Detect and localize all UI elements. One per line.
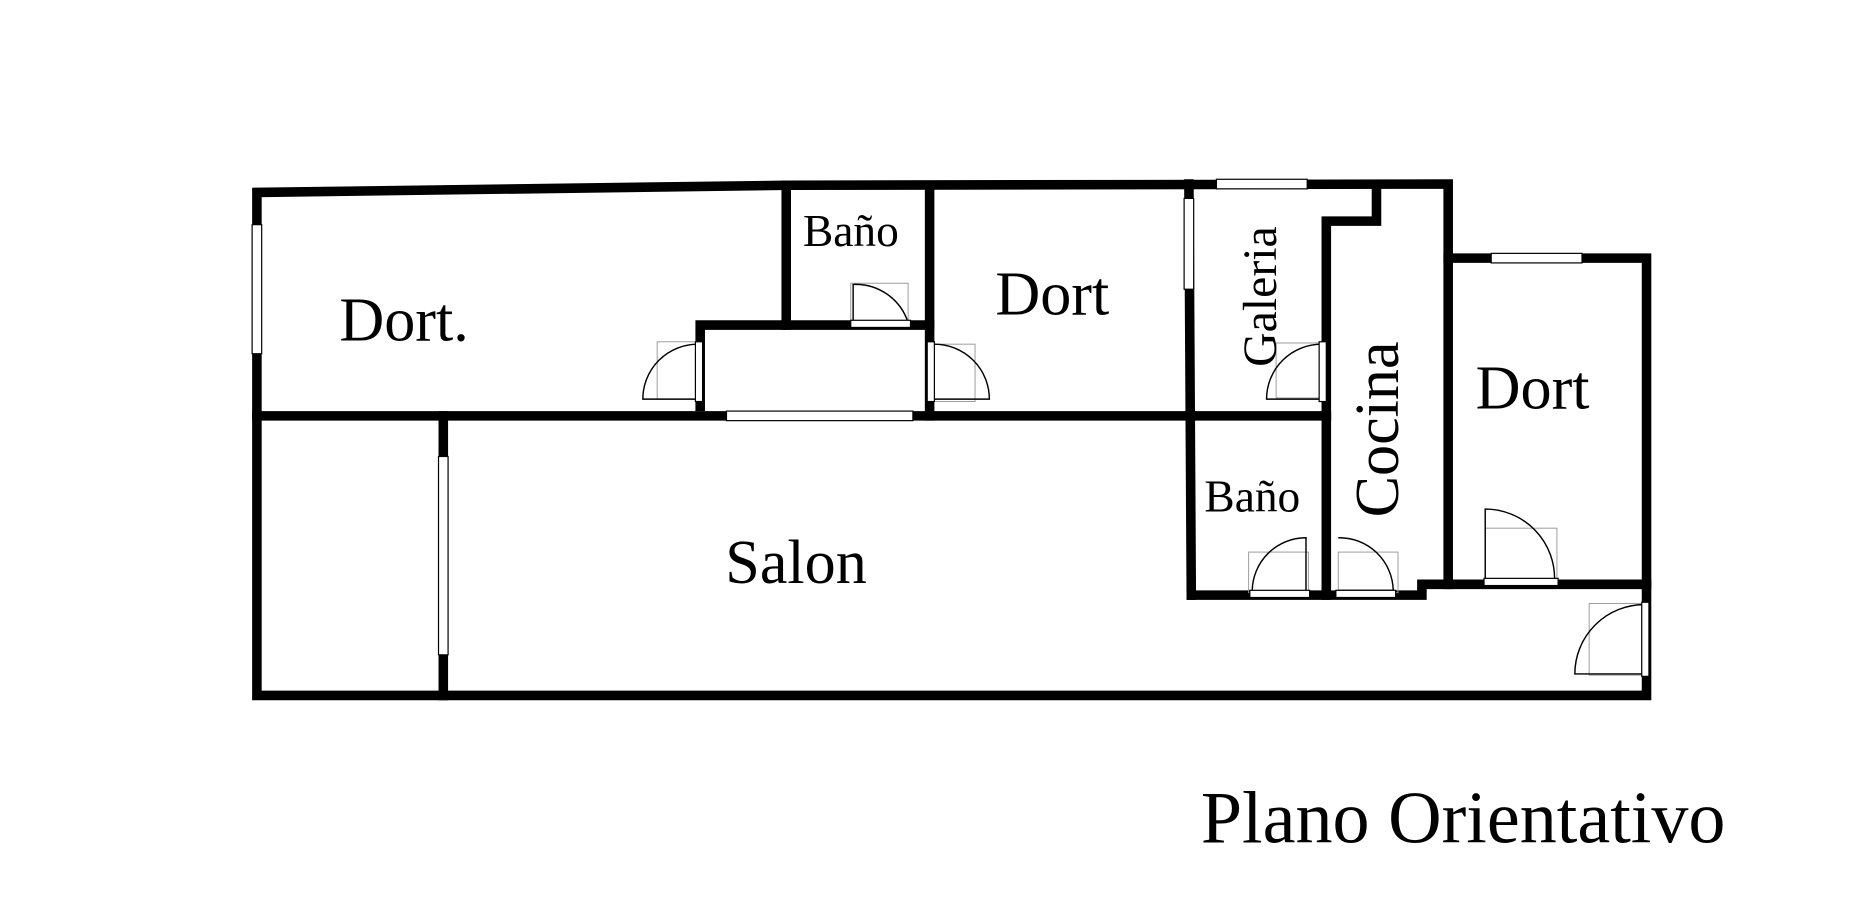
room-label-salon: Salon	[725, 529, 867, 597]
room-label-galeria: Galeria	[1234, 226, 1287, 367]
room-label-dort-left: Dort.	[339, 287, 468, 355]
doors	[642, 282, 1650, 677]
room-label-cocina: Cocina	[1344, 341, 1412, 517]
room-label-bano-bottom: Baño	[1204, 471, 1300, 521]
plan-caption: Plano Orientativo	[1201, 777, 1726, 859]
windows	[251, 178, 1583, 656]
room-label-dort-right: Dort	[1476, 355, 1590, 423]
room-label-dort-middle: Dort	[995, 260, 1109, 328]
walls	[252, 179, 1652, 701]
room-label-bano-top: Baño	[803, 206, 899, 256]
room-labels: Dort. Baño Dort Galeria Cocina Dort Salo…	[339, 206, 1589, 597]
